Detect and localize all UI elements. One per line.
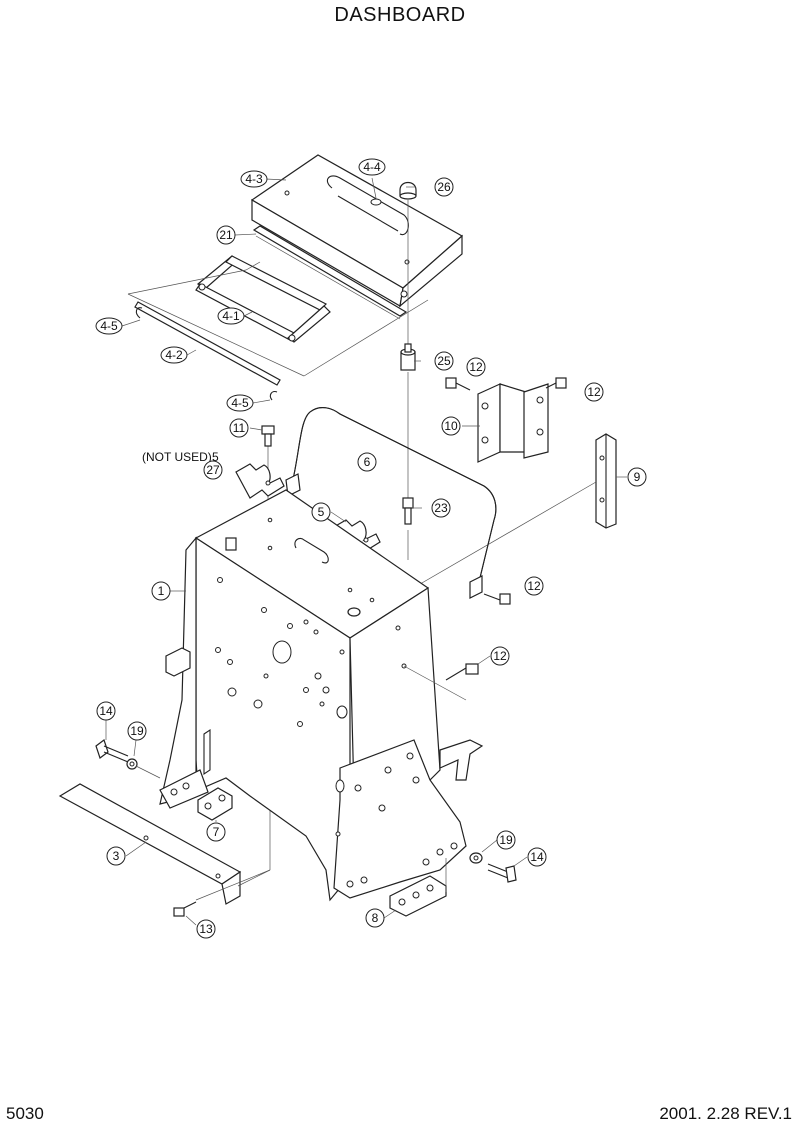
- callout-21: 21: [216, 225, 236, 245]
- dashboard-body-part: [159, 489, 484, 902]
- svg-text:6: 6: [364, 455, 371, 469]
- bolt-part: [445, 663, 479, 681]
- bolt-part: [261, 425, 275, 447]
- assembly-outline: [127, 261, 429, 377]
- svg-text:12: 12: [493, 649, 507, 663]
- grab-handle-part: [285, 406, 497, 599]
- callout-1: 1: [151, 581, 171, 601]
- revision-label: 2001. 2.28 REV.1: [659, 1104, 792, 1123]
- callout-11: 11: [229, 418, 249, 438]
- svg-text:5: 5: [212, 450, 219, 464]
- rubber-mount-part: [197, 787, 233, 821]
- svg-text:1: 1: [158, 584, 165, 598]
- stud-bolt-part: [402, 497, 414, 525]
- svg-text:(NOT USED): (NOT USED): [142, 450, 212, 464]
- page-title: DASHBOARD: [334, 4, 466, 26]
- callout-4-2: 4-2: [160, 346, 188, 364]
- cap-nut-part: [399, 181, 417, 200]
- callout-25: 25: [434, 351, 454, 371]
- callout-27: 27: [203, 460, 223, 480]
- rubber-strip-part: [252, 225, 408, 320]
- svg-text:19: 19: [499, 833, 513, 847]
- rubber-mount-part: [400, 343, 416, 371]
- svg-text:12: 12: [469, 360, 483, 374]
- bottom-plate-part: [58, 783, 242, 905]
- callout-9: 9: [627, 467, 647, 487]
- rubber-mount-part: [389, 875, 447, 917]
- callout-8: 8: [365, 908, 385, 928]
- svg-text:10: 10: [444, 419, 458, 433]
- svg-text:3: 3: [113, 849, 120, 863]
- svg-text:11: 11: [233, 421, 246, 435]
- bolt-part: [445, 377, 567, 391]
- svg-text:4-5: 4-5: [231, 396, 249, 410]
- callout-23: 23: [431, 498, 451, 518]
- callout-3: 3: [106, 846, 126, 866]
- svg-text:23: 23: [434, 501, 448, 515]
- svg-text:4-2: 4-2: [165, 348, 183, 362]
- svg-text:4-4: 4-4: [363, 160, 381, 174]
- callout-4-3: 4-3: [240, 170, 268, 188]
- bolt-part: [95, 739, 138, 770]
- bolt-part: [469, 852, 517, 883]
- callout-14: 14: [96, 701, 116, 721]
- not-used-note: (NOT USED) 5: [142, 450, 219, 464]
- side-bracket-part: [595, 433, 617, 529]
- bolt-part: [483, 593, 511, 605]
- svg-text:19: 19: [130, 724, 144, 738]
- bracket-part: [477, 383, 549, 463]
- callout-4-5: 4-5: [226, 394, 254, 412]
- callout-19: 19: [127, 721, 147, 741]
- callout-12: 12: [466, 357, 486, 377]
- callout-5: 5: [311, 502, 331, 522]
- svg-text:7: 7: [213, 825, 220, 839]
- callout-4-4: 4-4: [358, 158, 386, 176]
- callout-6: 6: [357, 452, 377, 472]
- svg-text:14: 14: [530, 850, 544, 864]
- callout-10: 10: [441, 416, 461, 436]
- svg-text:25: 25: [437, 354, 451, 368]
- svg-text:12: 12: [527, 579, 541, 593]
- svg-text:27: 27: [206, 463, 220, 477]
- page-number: 5030: [6, 1104, 44, 1123]
- clamp-part: [235, 463, 285, 499]
- callout-4-5: 4-5: [95, 317, 123, 335]
- svg-text:5: 5: [318, 505, 325, 519]
- callout-12: 12: [584, 382, 604, 402]
- callout-4-1: 4-1: [217, 307, 245, 325]
- svg-text:13: 13: [199, 922, 213, 936]
- callout-12: 12: [524, 576, 544, 596]
- callout-7: 7: [206, 822, 226, 842]
- svg-text:8: 8: [372, 911, 379, 925]
- cover-part: [250, 154, 464, 308]
- svg-text:4-3: 4-3: [245, 172, 263, 186]
- callout-14: 14: [527, 847, 547, 867]
- svg-text:26: 26: [437, 180, 451, 194]
- callout-12: 12: [490, 646, 510, 666]
- svg-text:14: 14: [99, 704, 113, 718]
- bolt-part: [173, 901, 197, 917]
- rod-part: [134, 301, 281, 401]
- svg-text:21: 21: [219, 228, 233, 242]
- svg-text:9: 9: [634, 470, 641, 484]
- callout-19: 19: [496, 830, 516, 850]
- svg-text:4-5: 4-5: [100, 319, 118, 333]
- callout-26: 26: [434, 177, 454, 197]
- callout-13: 13: [196, 919, 216, 939]
- frame-part: [195, 255, 331, 343]
- svg-text:12: 12: [587, 385, 601, 399]
- svg-text:4-1: 4-1: [222, 309, 240, 323]
